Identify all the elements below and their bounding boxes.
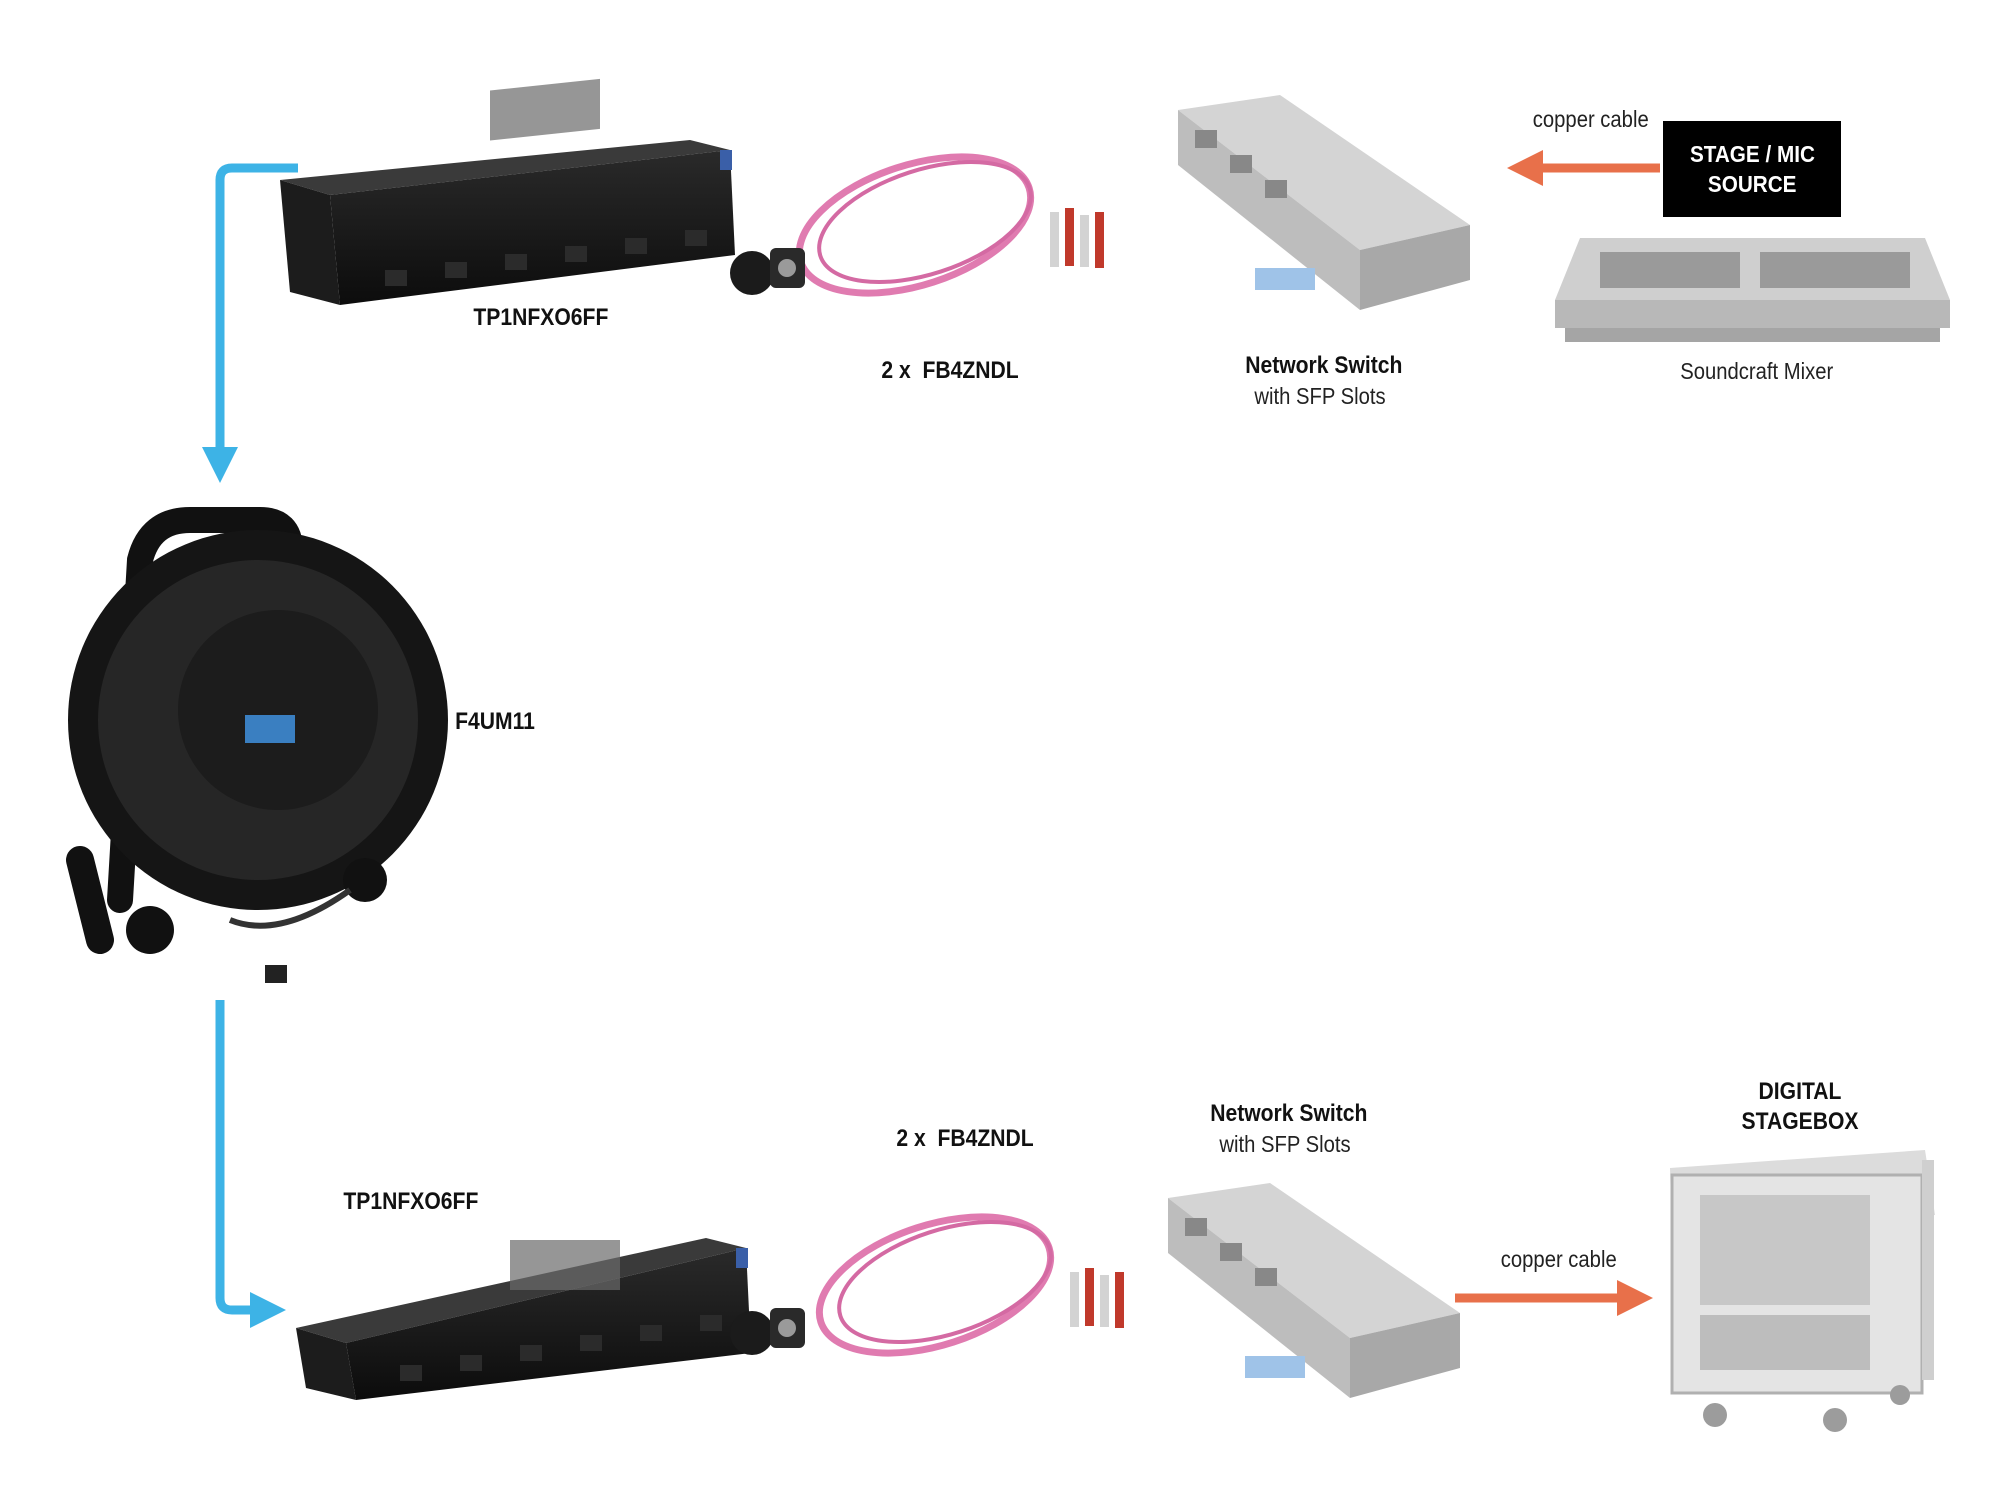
source-line-1: STAGE / MIC bbox=[1689, 141, 1815, 167]
rack-panel-top-label: TP1NFXO6FF bbox=[473, 304, 609, 331]
fibre-arrow-top bbox=[202, 163, 298, 483]
rack-panel-bottom-label: TP1NFXO6FF bbox=[343, 1188, 479, 1215]
stagebox-label-line-2: STAGEBOX bbox=[1741, 1108, 1859, 1135]
fibre-cable-reel bbox=[66, 507, 448, 983]
patch-cable-bottom-label: 2 x FB4ZNDL bbox=[896, 1125, 1034, 1152]
stagebox-label-line-1: DIGITAL bbox=[1758, 1078, 1842, 1105]
network-switch-bottom bbox=[1168, 1183, 1460, 1398]
fibre-breakout-cable-top bbox=[730, 153, 1104, 297]
reel-label: F4UM11 bbox=[455, 708, 535, 735]
copper-cable-bottom-label: copper cable bbox=[1500, 1246, 1617, 1272]
soundcraft-mixer-label: Soundcraft Mixer bbox=[1680, 358, 1834, 384]
network-switch-top-title: Network Switch bbox=[1245, 352, 1403, 379]
fibre-breakout-cable-bottom bbox=[730, 1213, 1124, 1357]
network-switch-top bbox=[1178, 95, 1470, 310]
patch-cable-top-label: 2 x FB4ZNDL bbox=[881, 357, 1019, 384]
network-switch-bottom-subtitle: with SFP Slots bbox=[1219, 1131, 1351, 1157]
fibre-arrow-bottom bbox=[215, 1000, 286, 1328]
stage-mic-source-box: STAGE / MIC SOURCE bbox=[1663, 121, 1841, 217]
copper-cable-top-label: copper cable bbox=[1532, 106, 1649, 132]
source-line-2: SOURCE bbox=[1707, 171, 1797, 197]
rack-panel-top bbox=[280, 78, 735, 305]
network-switch-top-subtitle: with SFP Slots bbox=[1254, 383, 1386, 409]
digital-stagebox bbox=[1670, 1150, 1935, 1432]
network-switch-bottom-title: Network Switch bbox=[1210, 1100, 1368, 1127]
rack-panel-bottom bbox=[296, 1238, 751, 1400]
soundcraft-mixer bbox=[1555, 238, 1950, 342]
